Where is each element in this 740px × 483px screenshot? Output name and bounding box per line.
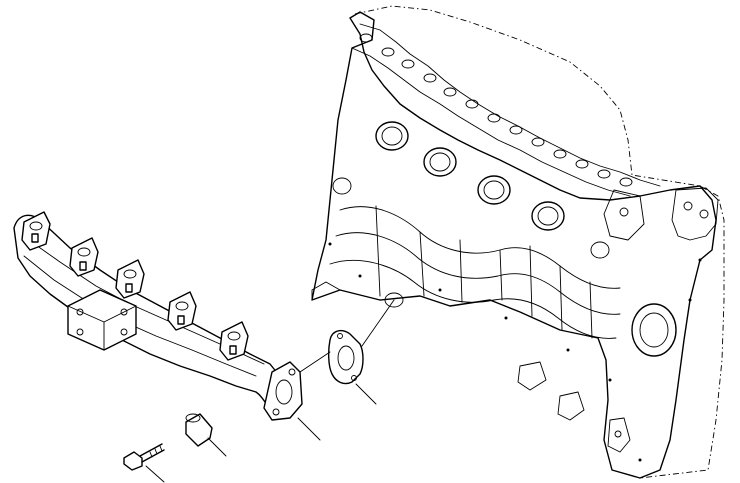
- engine-block: [311, 5, 725, 479]
- manifold-to-gasket-line: [299, 351, 331, 373]
- head-bolt-rail: [359, 23, 661, 187]
- manifold-leader: [297, 417, 321, 441]
- engine-block-phantom-outline: [354, 5, 725, 479]
- manifold-center-flange: [67, 289, 137, 351]
- manifold-bolt-heads: [31, 233, 237, 355]
- manifold-port-risers: [21, 211, 249, 361]
- gasket-to-block-line: [361, 299, 395, 347]
- block-fastener-dots: [328, 242, 702, 462]
- bolt-leader: [145, 465, 165, 483]
- spacer-sleeve: [185, 413, 213, 447]
- block-ports: [332, 121, 677, 357]
- gasket-leader: [355, 383, 377, 405]
- manifold-tube: [13, 214, 284, 413]
- gasket-plate: [327, 329, 364, 385]
- mounting-bolt: [123, 443, 165, 471]
- bolt-head: [123, 451, 143, 471]
- front-cover-details: [311, 187, 719, 453]
- exhaust-manifold: [13, 211, 303, 421]
- assembly-lines: [299, 299, 395, 373]
- sleeve-leader: [207, 437, 227, 457]
- gasket: [327, 329, 364, 385]
- leader-lines: [145, 383, 377, 483]
- head-bolt-bosses: [359, 33, 633, 187]
- engine-block-outline: [311, 11, 717, 479]
- manifold-outlet-flange: [263, 361, 303, 421]
- bolt-shank: [139, 443, 163, 457]
- block-ribs: [329, 205, 621, 339]
